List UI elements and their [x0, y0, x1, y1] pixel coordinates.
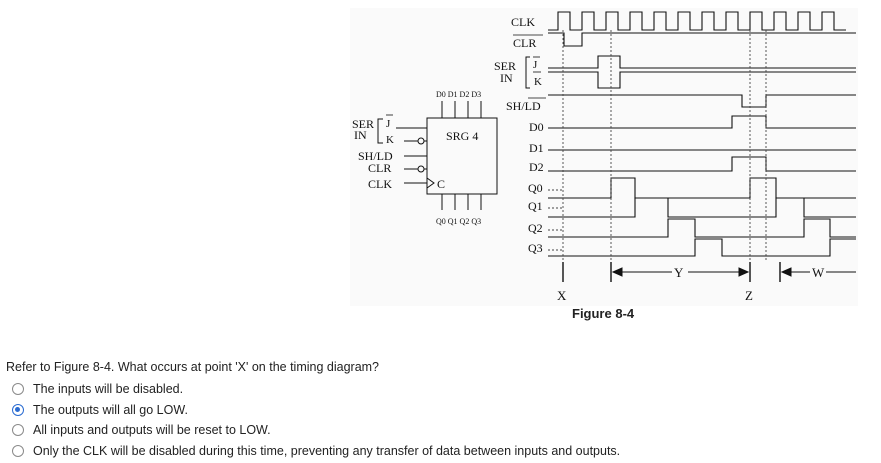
block-ser-label: SER — [352, 117, 374, 131]
q3-wave — [548, 238, 856, 257]
block-top-pins-label: D0 D1 D2 D3 — [436, 90, 481, 99]
answer-option-2[interactable]: The outputs will all go LOW. — [12, 400, 620, 421]
timing-label-d0: D0 — [529, 120, 544, 134]
block-name-label: SRG 4 — [446, 129, 478, 143]
timing-label-shld: SH/LD — [506, 99, 541, 113]
d0-wave — [548, 115, 856, 129]
block-clk-label: CLK — [368, 177, 392, 191]
block-c-label: C — [437, 177, 445, 191]
k-wave — [548, 71, 856, 89]
answer-option-2-label: The outputs will all go LOW. — [33, 402, 188, 417]
marker-w-label: W — [812, 265, 825, 280]
d2-wave — [548, 156, 856, 172]
radio-button-3[interactable] — [12, 424, 24, 437]
timing-label-j: J — [533, 59, 538, 71]
q2-wave — [548, 218, 856, 238]
radio-button-2[interactable] — [12, 403, 24, 416]
timing-reference-lines — [548, 30, 767, 262]
answer-option-1-label: The inputs will be disabled. — [33, 382, 184, 397]
radio-button-4[interactable] — [12, 444, 24, 457]
block-in-label: IN — [354, 128, 367, 142]
timing-label-d2: D2 — [529, 160, 544, 174]
answer-option-1[interactable]: The inputs will be disabled. — [12, 379, 620, 400]
q1-wave — [548, 197, 856, 218]
answer-option-3[interactable]: All inputs and outputs will be reset to … — [12, 420, 620, 441]
block-k-label: K — [386, 134, 394, 146]
block-j-label: J — [386, 118, 391, 130]
timing-label-k: K — [534, 76, 542, 88]
timing-label-in: IN — [500, 71, 513, 85]
timing-label-q0: Q0 — [528, 181, 543, 195]
marker-x-label: X — [557, 288, 567, 303]
timing-label-ser: SER — [494, 59, 516, 73]
timing-label-q2: Q2 — [528, 221, 543, 235]
srg4-block-diagram — [377, 101, 498, 210]
marker-y-label: Y — [674, 265, 684, 280]
question-text: Refer to Figure 8-4. What occurs at poin… — [6, 360, 380, 374]
shld-wave — [548, 94, 856, 108]
figure-8-4: D0 D1 D2 D3 SRG 4 SER IN J K SH/LD CLR C… — [352, 11, 856, 303]
figure-caption: Figure 8-4 — [572, 306, 635, 321]
answer-option-3-label: All inputs and outputs will be reset to … — [33, 423, 271, 438]
answer-option-4[interactable]: Only the CLK will be disabled during thi… — [12, 441, 620, 462]
answer-options: The inputs will be disabled. The outputs… — [12, 379, 620, 461]
timing-label-clk: CLK — [511, 15, 535, 29]
marker-z-label: Z — [745, 288, 753, 303]
timing-signal-labels: CLK CLR SER IN J K SH/LD D0 D1 D2 Q0 Q1 … — [494, 15, 544, 255]
timing-label-d1: D1 — [529, 141, 544, 155]
timing-waveforms — [548, 11, 856, 257]
block-clr-label: CLR — [368, 161, 391, 175]
clk-wave — [548, 11, 846, 31]
timing-label-q3: Q3 — [528, 241, 543, 255]
timing-label-clr: CLR — [513, 36, 536, 50]
timing-markers — [562, 262, 856, 282]
clr-wave — [548, 32, 856, 47]
radio-button-1[interactable] — [12, 383, 24, 396]
j-wave — [548, 55, 856, 69]
timing-label-q1: Q1 — [528, 199, 543, 213]
block-shld-label: SH/LD — [358, 149, 393, 163]
answer-option-4-label: Only the CLK will be disabled during thi… — [33, 443, 621, 458]
block-bottom-pins-label: Q0 Q1 Q2 Q3 — [436, 217, 481, 226]
